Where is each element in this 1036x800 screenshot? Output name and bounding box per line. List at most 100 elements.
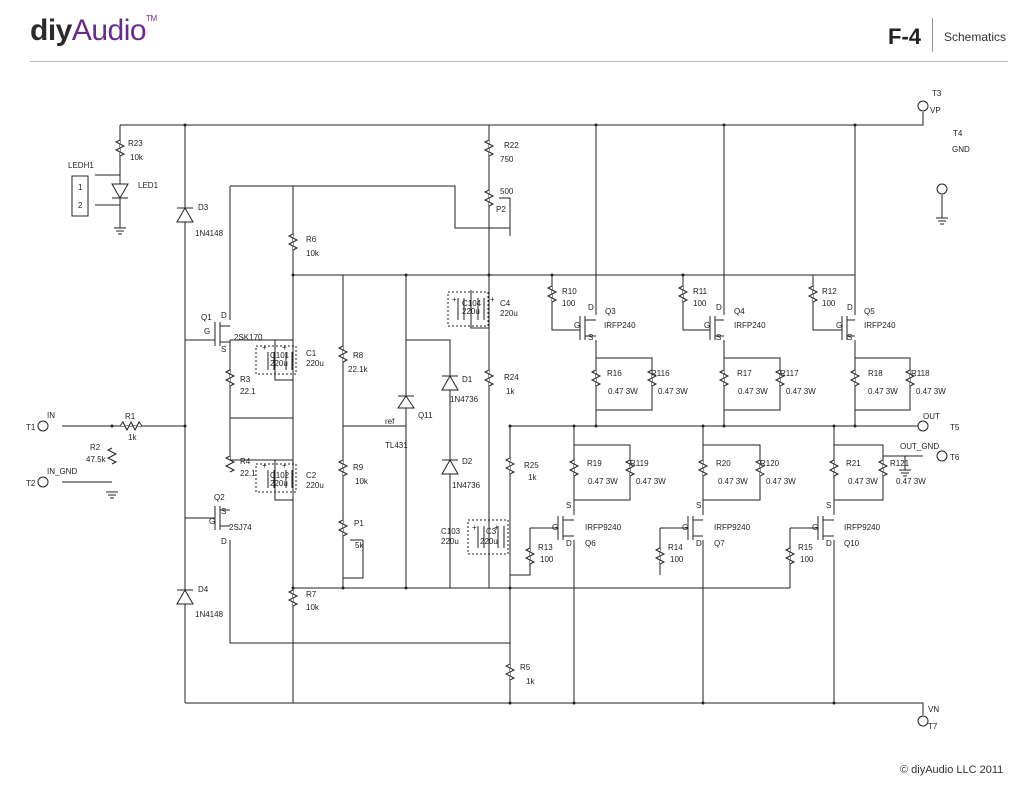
r1-val: 1k (128, 433, 137, 442)
r117-ref: R117 (780, 369, 799, 378)
terminal-gnd-label: GND (952, 145, 970, 154)
q4-d: D (716, 303, 722, 312)
q2-s: S (221, 507, 226, 516)
terminal-t5-label: T5 (950, 423, 960, 432)
r21-ref: R21 (846, 459, 861, 468)
r23-val: 10k (130, 153, 144, 162)
q2-g: G (209, 517, 215, 526)
component-labels: T3 VP T4 GND IN T1 IN_GND T2 OUT T5 OUT_… (26, 89, 970, 731)
r5-val: 1k (526, 677, 535, 686)
c2-ref: C2 (306, 471, 317, 480)
r13-ref: R13 (538, 543, 553, 552)
copyright-notice: © diyAudio LLC 2011 (900, 764, 1004, 776)
r117-val: 0.47 3W (786, 387, 816, 396)
r12-val: 100 (822, 299, 836, 308)
q3-ref: Q3 (605, 307, 616, 316)
terminal-t1-label: T1 (26, 423, 36, 432)
q3-g: G (574, 321, 580, 330)
terminal-t4-icon (936, 183, 948, 195)
q7-d: D (696, 539, 702, 548)
c4-ref: C4 (500, 299, 511, 308)
d1-ref: D1 (462, 375, 473, 384)
q4-g: G (704, 321, 710, 330)
c2-val: 220u (306, 481, 324, 490)
r19-ref: R19 (587, 459, 602, 468)
terminal-in-label: IN (47, 411, 55, 420)
ledh1-pin2: 2 (78, 201, 83, 210)
c104-ref: C104 (462, 299, 482, 308)
page-header: diyAudioTM F-4 Schematics (0, 0, 1036, 62)
r23-ref: R23 (128, 139, 143, 148)
r8-val: 22.1k (348, 365, 369, 374)
ledh1-pin1: 1 (78, 183, 83, 192)
c103-val: 220u (441, 537, 459, 546)
q1-val: 2SK170 (234, 333, 263, 342)
d4-ref: D4 (198, 585, 209, 594)
r10-ref: R10 (562, 287, 577, 296)
q6-val: IRFP9240 (585, 523, 622, 532)
header-rule (30, 61, 1008, 62)
q3-d: D (588, 303, 594, 312)
r15-val: 100 (800, 555, 814, 564)
mosfet-symbols (214, 316, 855, 540)
p2-ref: P2 (496, 205, 506, 214)
d2-val: 1N4736 (452, 481, 481, 490)
c104-plus: + (452, 295, 457, 304)
diyaudio-logo: diyAudioTM (30, 14, 157, 48)
q4-s: S (716, 333, 721, 342)
d3-ref: D3 (198, 203, 209, 212)
c104-val: 220u (462, 307, 480, 316)
r116-ref: R116 (651, 369, 670, 378)
q7-g: G (682, 523, 688, 532)
c3-val: 220u (480, 537, 498, 546)
r6-ref: R6 (306, 235, 317, 244)
q11-ref: Q11 (418, 411, 433, 420)
terminal-t5-icon (917, 420, 929, 432)
q1-ref: Q1 (201, 313, 212, 322)
r16-ref: R16 (607, 369, 622, 378)
q3-s: S (588, 333, 593, 342)
r5-ref: R5 (520, 663, 531, 672)
p1-val: 5k (355, 541, 364, 550)
r17-val: 0.47 3W (738, 387, 768, 396)
r22-ref: R22 (504, 141, 519, 150)
r9-ref: R9 (353, 463, 364, 472)
q2-d: D (221, 537, 227, 546)
r22-val: 750 (500, 155, 514, 164)
d1-val: 1N4736 (450, 395, 479, 404)
q10-d: D (826, 539, 832, 548)
r25-val: 1k (528, 473, 537, 482)
logo-diy-text: diy (30, 14, 72, 47)
r24-ref: R24 (504, 373, 519, 382)
document-id: F-4 (888, 24, 921, 49)
r13-val: 100 (540, 555, 554, 564)
junction-dots (110, 123, 857, 705)
terminal-in-gnd-label: IN_GND (47, 467, 77, 476)
resistor-symbols (106, 139, 916, 681)
r118-val: 0.47 3W (916, 387, 946, 396)
q5-d: D (847, 303, 853, 312)
c1-plus: + (282, 343, 287, 352)
r18-ref: R18 (868, 369, 883, 378)
q6-ref: Q6 (585, 539, 596, 548)
c101-val: 220u (270, 359, 288, 368)
r7-ref: R7 (306, 590, 317, 599)
q6-d: D (566, 539, 572, 548)
terminal-t6-label: T6 (950, 453, 960, 462)
r14-ref: R14 (668, 543, 683, 552)
q1-s: S (221, 345, 226, 354)
terminal-vp-label: VP (930, 106, 941, 115)
r121-val: 0.47 3W (896, 477, 926, 486)
r20-val: 0.47 3W (718, 477, 748, 486)
r11-val: 100 (693, 299, 707, 308)
d4-val: 1N4148 (195, 610, 224, 619)
logo-trademark: TM (146, 14, 157, 23)
c1-ref: C1 (306, 349, 317, 358)
r4-val: 22.1 (240, 469, 256, 478)
r6-val: 10k (306, 249, 320, 258)
q10-s: S (826, 501, 831, 510)
terminal-t7-label: T7 (928, 722, 938, 731)
r16-val: 0.47 3W (608, 387, 638, 396)
r9-val: 10k (355, 477, 369, 486)
